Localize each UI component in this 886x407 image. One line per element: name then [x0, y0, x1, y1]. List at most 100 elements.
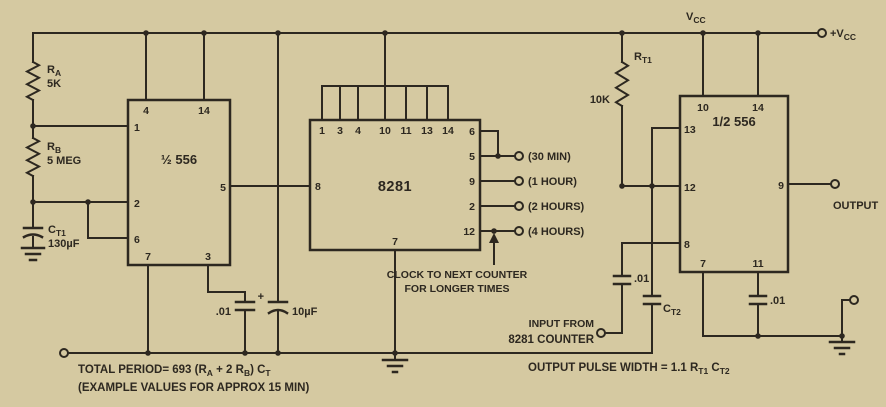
- cap-01-left-value: .01: [216, 306, 231, 318]
- ic2-pin-1: 1: [319, 125, 325, 137]
- ic3-pin-10: 10: [697, 102, 709, 114]
- ra-value: 5K: [47, 78, 61, 90]
- terminal-output: [830, 179, 840, 189]
- junction-dot: [275, 350, 281, 356]
- junction-dot: [382, 30, 388, 36]
- junction-dot: [242, 350, 248, 356]
- ic3-body-556: [678, 94, 790, 274]
- capacitor-01-input: [612, 274, 632, 286]
- ground-ct1: [20, 246, 46, 262]
- ic2-pin-10: 10: [379, 125, 391, 137]
- capacitor-10uf: [267, 300, 289, 315]
- clock-note-line1: CLOCK TO NEXT COUNTER: [387, 269, 528, 281]
- ic1-pin-5: 5: [220, 182, 226, 194]
- ic2-pin-3: 3: [337, 125, 343, 137]
- grounds: [20, 246, 856, 374]
- ic3-label: 1/2 556: [712, 114, 755, 129]
- junction-dot: [392, 350, 398, 356]
- pulse-width-formula: OUTPUT PULSE WIDTH = 1.1 RT1 CT2: [528, 362, 730, 376]
- ct1-ref: CT1: [48, 224, 66, 238]
- junction-dot: [495, 153, 501, 159]
- capacitor-01-left: [234, 300, 256, 312]
- ra-ref: RA: [47, 64, 61, 78]
- terminal-4hours: [514, 226, 524, 236]
- example-values-note: (EXAMPLE VALUES FOR APPROX 15 MIN): [78, 382, 309, 394]
- junction-dot: [85, 199, 91, 205]
- junction-dot: [491, 228, 497, 234]
- ic1-pin-4: 4: [143, 105, 149, 117]
- rt1-ref: RT1: [634, 51, 652, 65]
- ic3-pin-9: 9: [778, 180, 784, 192]
- terminal-plus-vcc: [817, 28, 827, 38]
- ic2-label: 8281: [378, 179, 412, 195]
- ic2-pin-13: 13: [421, 125, 433, 137]
- output-4hours-label: (4 HOURS): [528, 226, 585, 238]
- terminals: [59, 28, 859, 358]
- input-note-line1: INPUT FROM: [529, 318, 595, 330]
- junction-dot: [30, 123, 36, 129]
- clock-arrow-icon: [489, 233, 499, 243]
- plus-vcc-label: +VCC: [830, 28, 856, 42]
- resistor-ra: [24, 60, 42, 102]
- ground-center: [381, 358, 409, 374]
- capacitors: [22, 226, 768, 315]
- terminal-1hour: [514, 176, 524, 186]
- ic2-pin-12: 12: [463, 226, 475, 238]
- terminal-bottom-left: [59, 348, 69, 358]
- junction-dot: [143, 30, 149, 36]
- ct2-ref: CT2: [663, 303, 681, 317]
- cap-10uf-value: 10µF: [292, 306, 318, 318]
- ic3-pin-8: 8: [684, 239, 690, 251]
- ground-right: [828, 340, 856, 356]
- ic1-pin-14: 14: [198, 105, 210, 117]
- ic2-pin-5: 5: [469, 151, 475, 163]
- terminal-2hours: [514, 201, 524, 211]
- ic2-pin-6: 6: [469, 126, 475, 138]
- ic1-pin-3: 3: [205, 251, 211, 263]
- capacitor-ct2: [642, 294, 662, 306]
- rb-value: 5 MEG: [47, 155, 81, 167]
- ic1-body-556: [126, 98, 232, 267]
- cap-10uf-polarity: +: [258, 291, 264, 303]
- ic2-pin-9: 9: [469, 176, 475, 188]
- ic2-pin-8: 8: [315, 181, 321, 193]
- ic2-pin-4: 4: [355, 125, 361, 137]
- junction-dot: [201, 30, 207, 36]
- ic2-body-8281: [308, 118, 482, 252]
- ic3-pin-11: 11: [752, 258, 763, 270]
- ic2-pin-2: 2: [469, 201, 475, 213]
- input-note-line2: 8281 COUNTER: [508, 334, 594, 346]
- junction-dot: [649, 183, 655, 189]
- ic1-pin-1: 1: [134, 122, 140, 134]
- ic2-pin-11: 11: [400, 125, 411, 137]
- junction-dot: [755, 333, 761, 339]
- terminal-input: [596, 328, 606, 338]
- resistor-rb: [24, 136, 42, 178]
- ic3-pin-7: 7: [700, 258, 706, 270]
- ic3-pin-14: 14: [752, 102, 764, 114]
- resistors: [24, 60, 630, 178]
- ct1-value: 130µF: [48, 238, 80, 250]
- terminal-30min: [514, 151, 524, 161]
- rb-ref: RB: [47, 141, 61, 155]
- total-period-formula: TOTAL PERIOD= 693 (RA + 2 RB) CT: [78, 364, 271, 378]
- vcc-label: VCC: [686, 11, 706, 25]
- junction-dot: [700, 30, 706, 36]
- rt1-value: 10K: [590, 94, 610, 106]
- output-1hour-label: (1 HOUR): [528, 176, 577, 188]
- cap-01-right-value: .01: [770, 295, 785, 307]
- ic1-pin-7: 7: [145, 251, 151, 263]
- ic1-label: ½ 556: [161, 152, 197, 167]
- capacitor-ct1: [22, 226, 44, 239]
- clock-note-line2: FOR LONGER TIMES: [405, 283, 510, 295]
- ic1-pin-2: 2: [134, 198, 140, 210]
- junction-dot: [30, 199, 36, 205]
- terminal-right-edge: [849, 295, 859, 305]
- output-30min-label: (30 MIN): [528, 151, 571, 163]
- ic3-pin-12: 12: [684, 182, 696, 194]
- junction-dot: [619, 30, 625, 36]
- output-2hours-label: (2 HOURS): [528, 201, 585, 213]
- junction-dot: [275, 30, 281, 36]
- junction-dot: [619, 183, 625, 189]
